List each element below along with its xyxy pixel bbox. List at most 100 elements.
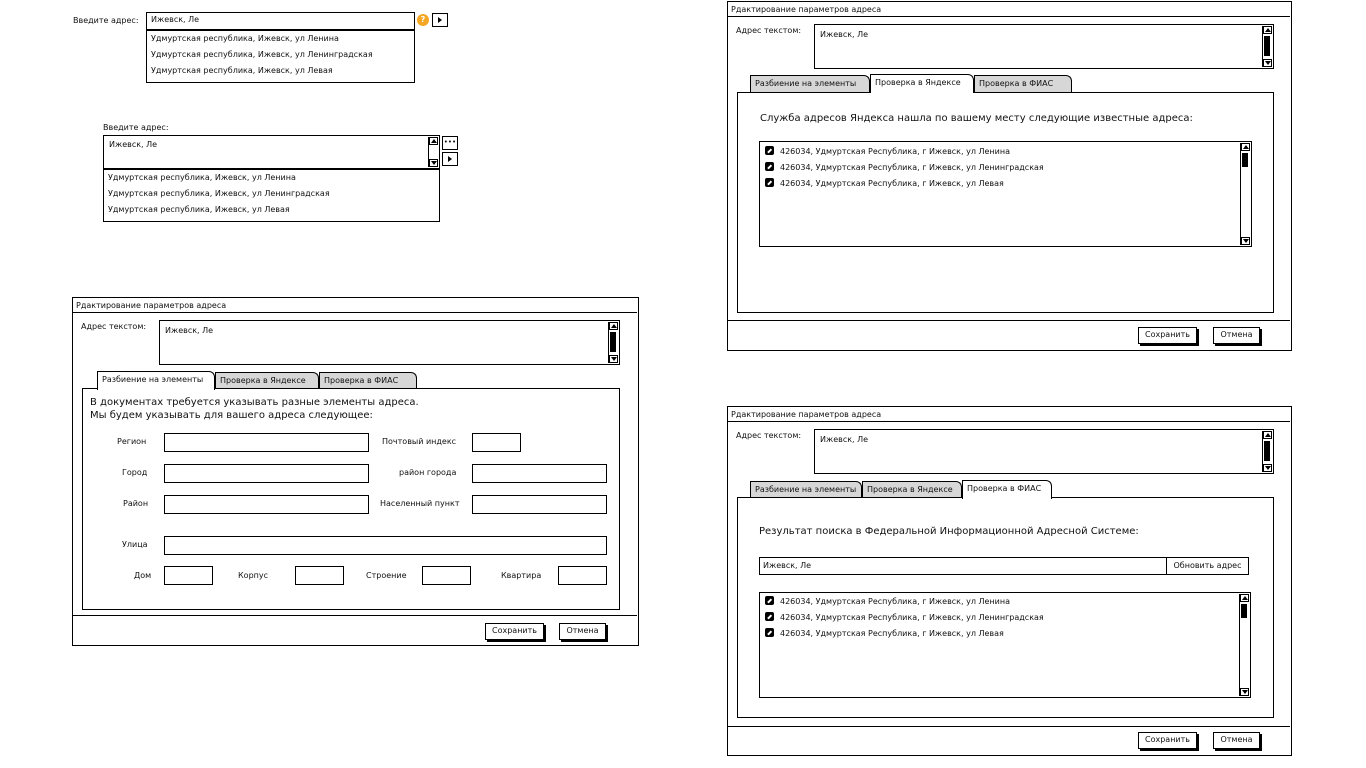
scrollbar[interactable] [1240,143,1250,245]
tab-yandex[interactable]: Проверка в Яндексе [870,74,974,93]
suggestion-item[interactable]: Удмуртская республика, Ижевск, ул Левая [108,205,290,214]
more-icon[interactable]: ••• [442,136,458,150]
arrow-right-icon[interactable] [432,13,448,27]
city-district-label: район города [399,468,457,477]
region-label: Регион [117,437,147,446]
dialog-title: Рдактирование параметров адреса [76,301,227,310]
yandex-results-list: 426034, Удмуртская Республика, г Ижевск,… [759,141,1252,247]
address-text-area[interactable]: Ижевск, Ле [814,24,1274,69]
address-dialog-elements: Рдактирование параметров адреса Адрес те… [72,297,639,646]
suggestion-list: Удмуртская республика, Ижевск, ул Ленина… [103,169,440,222]
address-text-area[interactable]: Ижевск, Ле [159,320,620,365]
result-item[interactable]: 426034, Удмуртская Республика, г Ижевск,… [765,146,1010,156]
scroll-up-icon[interactable] [1240,594,1249,602]
city-label: Город [122,468,148,477]
suggestion-item[interactable]: Удмуртская республика, Ижевск, ул Левая [151,66,333,75]
cancel-button[interactable]: Отмена [1213,732,1260,749]
result-item[interactable]: 426034, Удмуртская Республика, г Ижевск,… [765,612,1044,622]
suggestion-item[interactable]: Удмуртская республика, Ижевск, ул Ленина [151,34,339,43]
fias-results-list: 426034, Удмуртская Республика, г Ижевск,… [759,592,1251,698]
apartment-label: Квартира [501,571,542,580]
structure-label: Строение [366,571,407,580]
scrollbar[interactable] [1239,594,1249,696]
postal-input[interactable] [472,433,521,452]
suggestion-item[interactable]: Удмуртская республика, Ижевск, ул Ленинг… [108,189,330,198]
scroll-down-icon[interactable] [429,159,438,167]
checkbox-icon[interactable] [765,612,774,621]
scrollbar[interactable] [428,137,438,167]
cancel-button[interactable]: Отмена [1213,327,1260,344]
tab-yandex[interactable]: Проверка в Яндексе [215,372,319,389]
fias-search-input[interactable]: Ижевск, Ле [759,557,1168,575]
arrow-right-icon[interactable] [442,152,458,166]
save-button[interactable]: Сохранить [485,623,544,640]
checkbox-icon[interactable] [765,596,774,605]
checkbox-icon[interactable] [765,178,774,187]
tab-elements[interactable]: Разбиение на элементы [750,75,870,92]
refresh-address-button[interactable]: Обновить адрес [1166,557,1249,575]
city-input[interactable] [164,464,369,483]
scroll-down-icon[interactable] [1263,464,1272,472]
suggestion-item[interactable]: Удмуртская республика, Ижевск, ул Ленина [108,173,296,182]
address-label: Введите адрес: [103,123,169,132]
scroll-down-icon[interactable] [1241,237,1250,245]
region-input[interactable] [164,433,369,452]
save-button[interactable]: Сохранить [1138,327,1197,344]
result-item[interactable]: 426034, Удмуртская Республика, г Ижевск,… [765,162,1044,172]
district-input[interactable] [164,495,369,514]
address-textarea[interactable]: Ижевск, Ле [103,135,440,169]
street-input[interactable] [164,536,607,555]
tab-fias[interactable]: Проверка в ФИАС [974,75,1072,92]
city-district-input[interactable] [472,464,607,483]
locality-input[interactable] [472,495,607,514]
result-item[interactable]: 426034, Удмуртская Республика, г Ижевск,… [765,596,1010,606]
checkbox-icon[interactable] [765,146,774,155]
suggestion-list: Удмуртская республика, Ижевск, ул Ленина… [146,30,415,83]
tab-panel: В документах требуется указывать разные … [82,388,620,610]
result-item[interactable]: 426034, Удмуртская Республика, г Ижевск,… [765,628,1004,638]
suggestion-item[interactable]: Удмуртская республика, Ижевск, ул Ленинг… [151,50,373,59]
structure-input[interactable] [422,566,471,585]
address-text-label: Адрес текстом: [81,322,147,331]
scroll-down-icon[interactable] [1263,59,1272,67]
checkbox-icon[interactable] [765,628,774,637]
tab-elements[interactable]: Разбиение на элементы [750,481,862,498]
postal-label: Почтовый индекс [382,437,457,446]
save-button[interactable]: Сохранить [1138,732,1197,749]
result-item[interactable]: 426034, Удмуртская Республика, г Ижевск,… [765,178,1004,188]
tab-fias[interactable]: Проверка в ФИАС [319,372,417,389]
street-label: Улица [122,540,148,549]
scrollbar[interactable] [1262,431,1272,472]
address-text-label: Адрес текстом: [736,26,802,35]
house-input[interactable] [164,566,213,585]
address-text-area[interactable]: Ижевск, Ле [814,429,1274,474]
dialog-title: Рдактирование параметров адреса [731,5,882,14]
scrollbar[interactable] [608,322,618,363]
scroll-up-icon[interactable] [1263,431,1272,439]
building-input[interactable] [295,566,344,585]
address-text-label: Адрес текстом: [736,431,802,440]
checkbox-icon[interactable] [765,162,774,171]
district-label: Район [123,499,149,508]
scroll-up-icon[interactable] [1241,143,1250,151]
tab-yandex[interactable]: Проверка в Яндексе [862,481,962,498]
scroll-up-icon[interactable] [1263,26,1272,34]
intro-line-2: Мы будем указывать для вашего адреса сле… [90,410,373,421]
help-icon[interactable]: ? [417,14,429,26]
tab-elements[interactable]: Разбиение на элементы [97,371,215,390]
scrollbar[interactable] [1262,26,1272,67]
address-dialog-fias: Рдактирование параметров адреса Адрес те… [727,406,1292,756]
building-label: Корпус [238,571,269,580]
tab-panel: Результат поиска в Федеральной Информаци… [737,497,1274,718]
address-dialog-yandex: Рдактирование параметров адреса Адрес те… [727,1,1292,351]
tab-fias[interactable]: Проверка в ФИАС [962,480,1052,499]
scroll-down-icon[interactable] [1240,688,1249,696]
dialog-title: Рдактирование параметров адреса [731,410,882,419]
scroll-up-icon[interactable] [429,137,438,145]
cancel-button[interactable]: Отмена [559,623,606,640]
scroll-up-icon[interactable] [609,322,618,330]
address-input[interactable]: Ижевск, Ле [146,12,415,30]
apartment-input[interactable] [558,566,607,585]
scroll-down-icon[interactable] [609,355,618,363]
address-label: Введите адрес: [73,16,139,25]
